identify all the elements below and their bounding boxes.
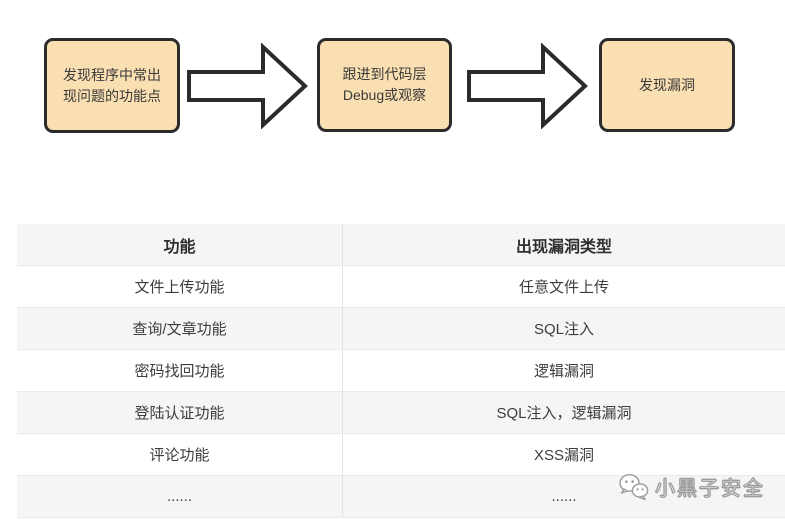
table-row: 登陆认证功能 SQL注入，逻辑漏洞: [17, 392, 785, 434]
table-header-row: 功能 出现漏洞类型: [17, 224, 785, 266]
cell-function: 密码找回功能: [17, 350, 343, 391]
flow-step-label: 跟进到代码层Debug或观察: [342, 66, 427, 103]
table-row: ...... ......: [17, 476, 785, 518]
flow-step-label: 发现漏洞: [639, 76, 695, 93]
table-header-vuln-type: 出现漏洞类型: [515, 238, 612, 256]
table-row: 查询/文章功能 SQL注入: [17, 308, 785, 350]
cell-function: 登陆认证功能: [17, 392, 343, 433]
flow-arrow-icon: [467, 43, 588, 129]
cell-vuln-type: XSS漏洞: [533, 447, 594, 464]
table-header-function: 功能: [17, 224, 343, 265]
cell-vuln-type: 任意文件上传: [518, 279, 609, 296]
chat-bubbles-icon: [619, 473, 649, 500]
cell-vuln-type: 逻辑漏洞: [533, 363, 594, 380]
table-row: 评论功能 XSS漏洞: [17, 434, 785, 476]
flow-step-find-function-points: 发现程序中常出现问题的功能点: [44, 38, 180, 133]
vulnerability-table: 功能 出现漏洞类型 文件上传功能 任意文件上传 查询/文章功能 SQL注入 密码…: [17, 224, 785, 518]
table-row: 文件上传功能 任意文件上传: [17, 266, 785, 308]
flow-step-debug-code-layer: 跟进到代码层Debug或观察: [317, 38, 452, 132]
flow-arrow-icon: [187, 43, 308, 129]
cell-function: 评论功能: [17, 434, 343, 475]
flow-step-label: 发现程序中常出现问题的功能点: [63, 66, 161, 104]
flow-step-find-vulnerability: 发现漏洞: [599, 38, 735, 132]
cell-vuln-type: SQL注入: [533, 321, 594, 338]
cell-vuln-type: ......: [551, 488, 577, 505]
watermark-label: 小黑子安全: [655, 478, 765, 501]
cell-function: ......: [17, 476, 343, 517]
cell-vuln-type: SQL注入，逻辑漏洞: [496, 405, 632, 422]
cell-function: 查询/文章功能: [17, 308, 343, 349]
watermark: 小黑子安全: [618, 472, 765, 501]
table-row: 密码找回功能 逻辑漏洞: [17, 350, 785, 392]
cell-function: 文件上传功能: [17, 266, 343, 307]
